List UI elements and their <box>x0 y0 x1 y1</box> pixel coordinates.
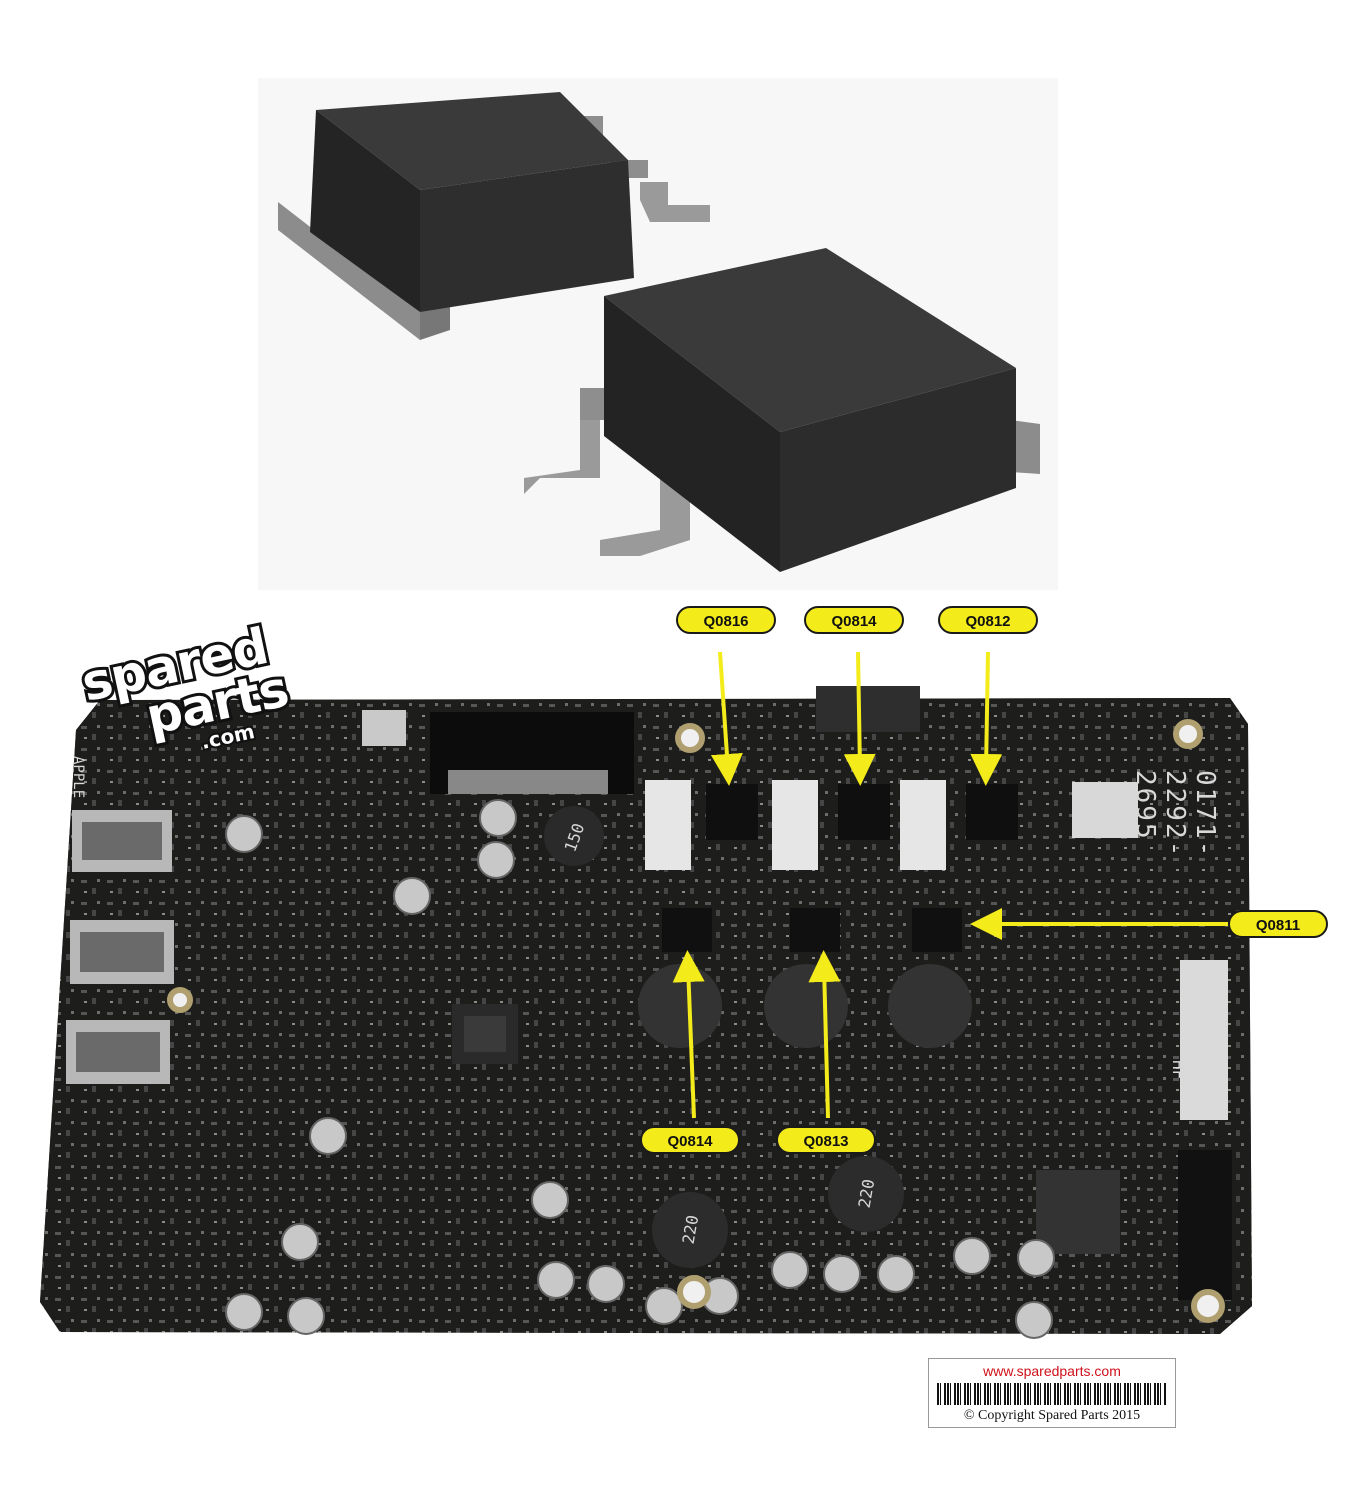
sticker-url: www.sparedparts.com <box>983 1363 1121 1379</box>
callout-q0811: Q0811 <box>1228 910 1328 938</box>
callout-q0814-top: Q0814 <box>804 606 904 634</box>
component-render <box>258 78 1058 590</box>
board-marking-hf: HF <box>1169 1060 1188 1080</box>
barcode <box>937 1383 1167 1405</box>
board-marking-apple: APPLE <box>70 756 86 799</box>
transistor-1 <box>278 92 710 340</box>
callout-q0814-bottom: Q0814 <box>640 1126 740 1154</box>
callout-q0816: Q0816 <box>676 606 776 634</box>
sticker-copyright: © Copyright Spared Parts 2015 <box>963 1408 1141 1423</box>
transistor-2 <box>524 248 1040 572</box>
callout-q0813: Q0813 <box>776 1126 876 1154</box>
copyright-sticker: www.sparedparts.com © Copyright Spared P… <box>928 1358 1176 1428</box>
board-part-number: 0171-2292-2695 <box>1130 770 1220 859</box>
pcb-board <box>40 686 1252 1339</box>
callout-q0812: Q0812 <box>938 606 1038 634</box>
